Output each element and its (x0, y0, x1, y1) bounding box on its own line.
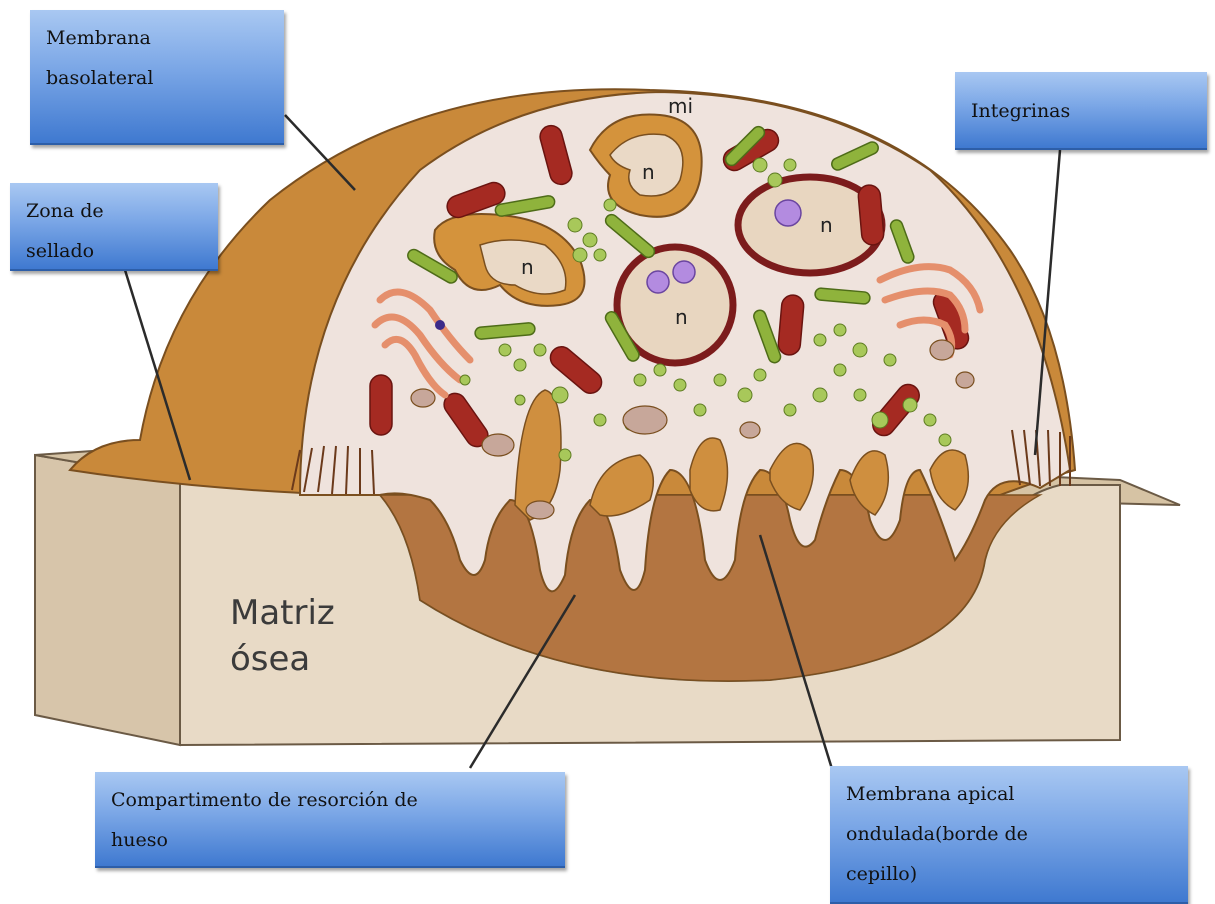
nucleus-label-center: n (675, 305, 688, 329)
small-vesicle-purple (435, 320, 445, 330)
nucleus-label-right: n (820, 213, 833, 237)
callout-basolateral-membrane: Membrana basolateral (30, 10, 284, 145)
callout-apical-membrane: Membrana apical ondulada(borde de cepill… (830, 766, 1188, 904)
bone-matrix-label: Matriz ósea (230, 590, 335, 682)
callout-resorption-compartment: Compartimento de resorción de hueso (95, 772, 565, 868)
bone-front-face (35, 455, 180, 745)
mitochondria-label: mi (668, 94, 693, 118)
callout-sealing-zone: Zona de sellado (10, 183, 218, 271)
nucleus-label-left: n (521, 255, 534, 279)
callout-integrins: Integrinas (955, 72, 1207, 150)
nucleus-label-top: n (642, 160, 655, 184)
